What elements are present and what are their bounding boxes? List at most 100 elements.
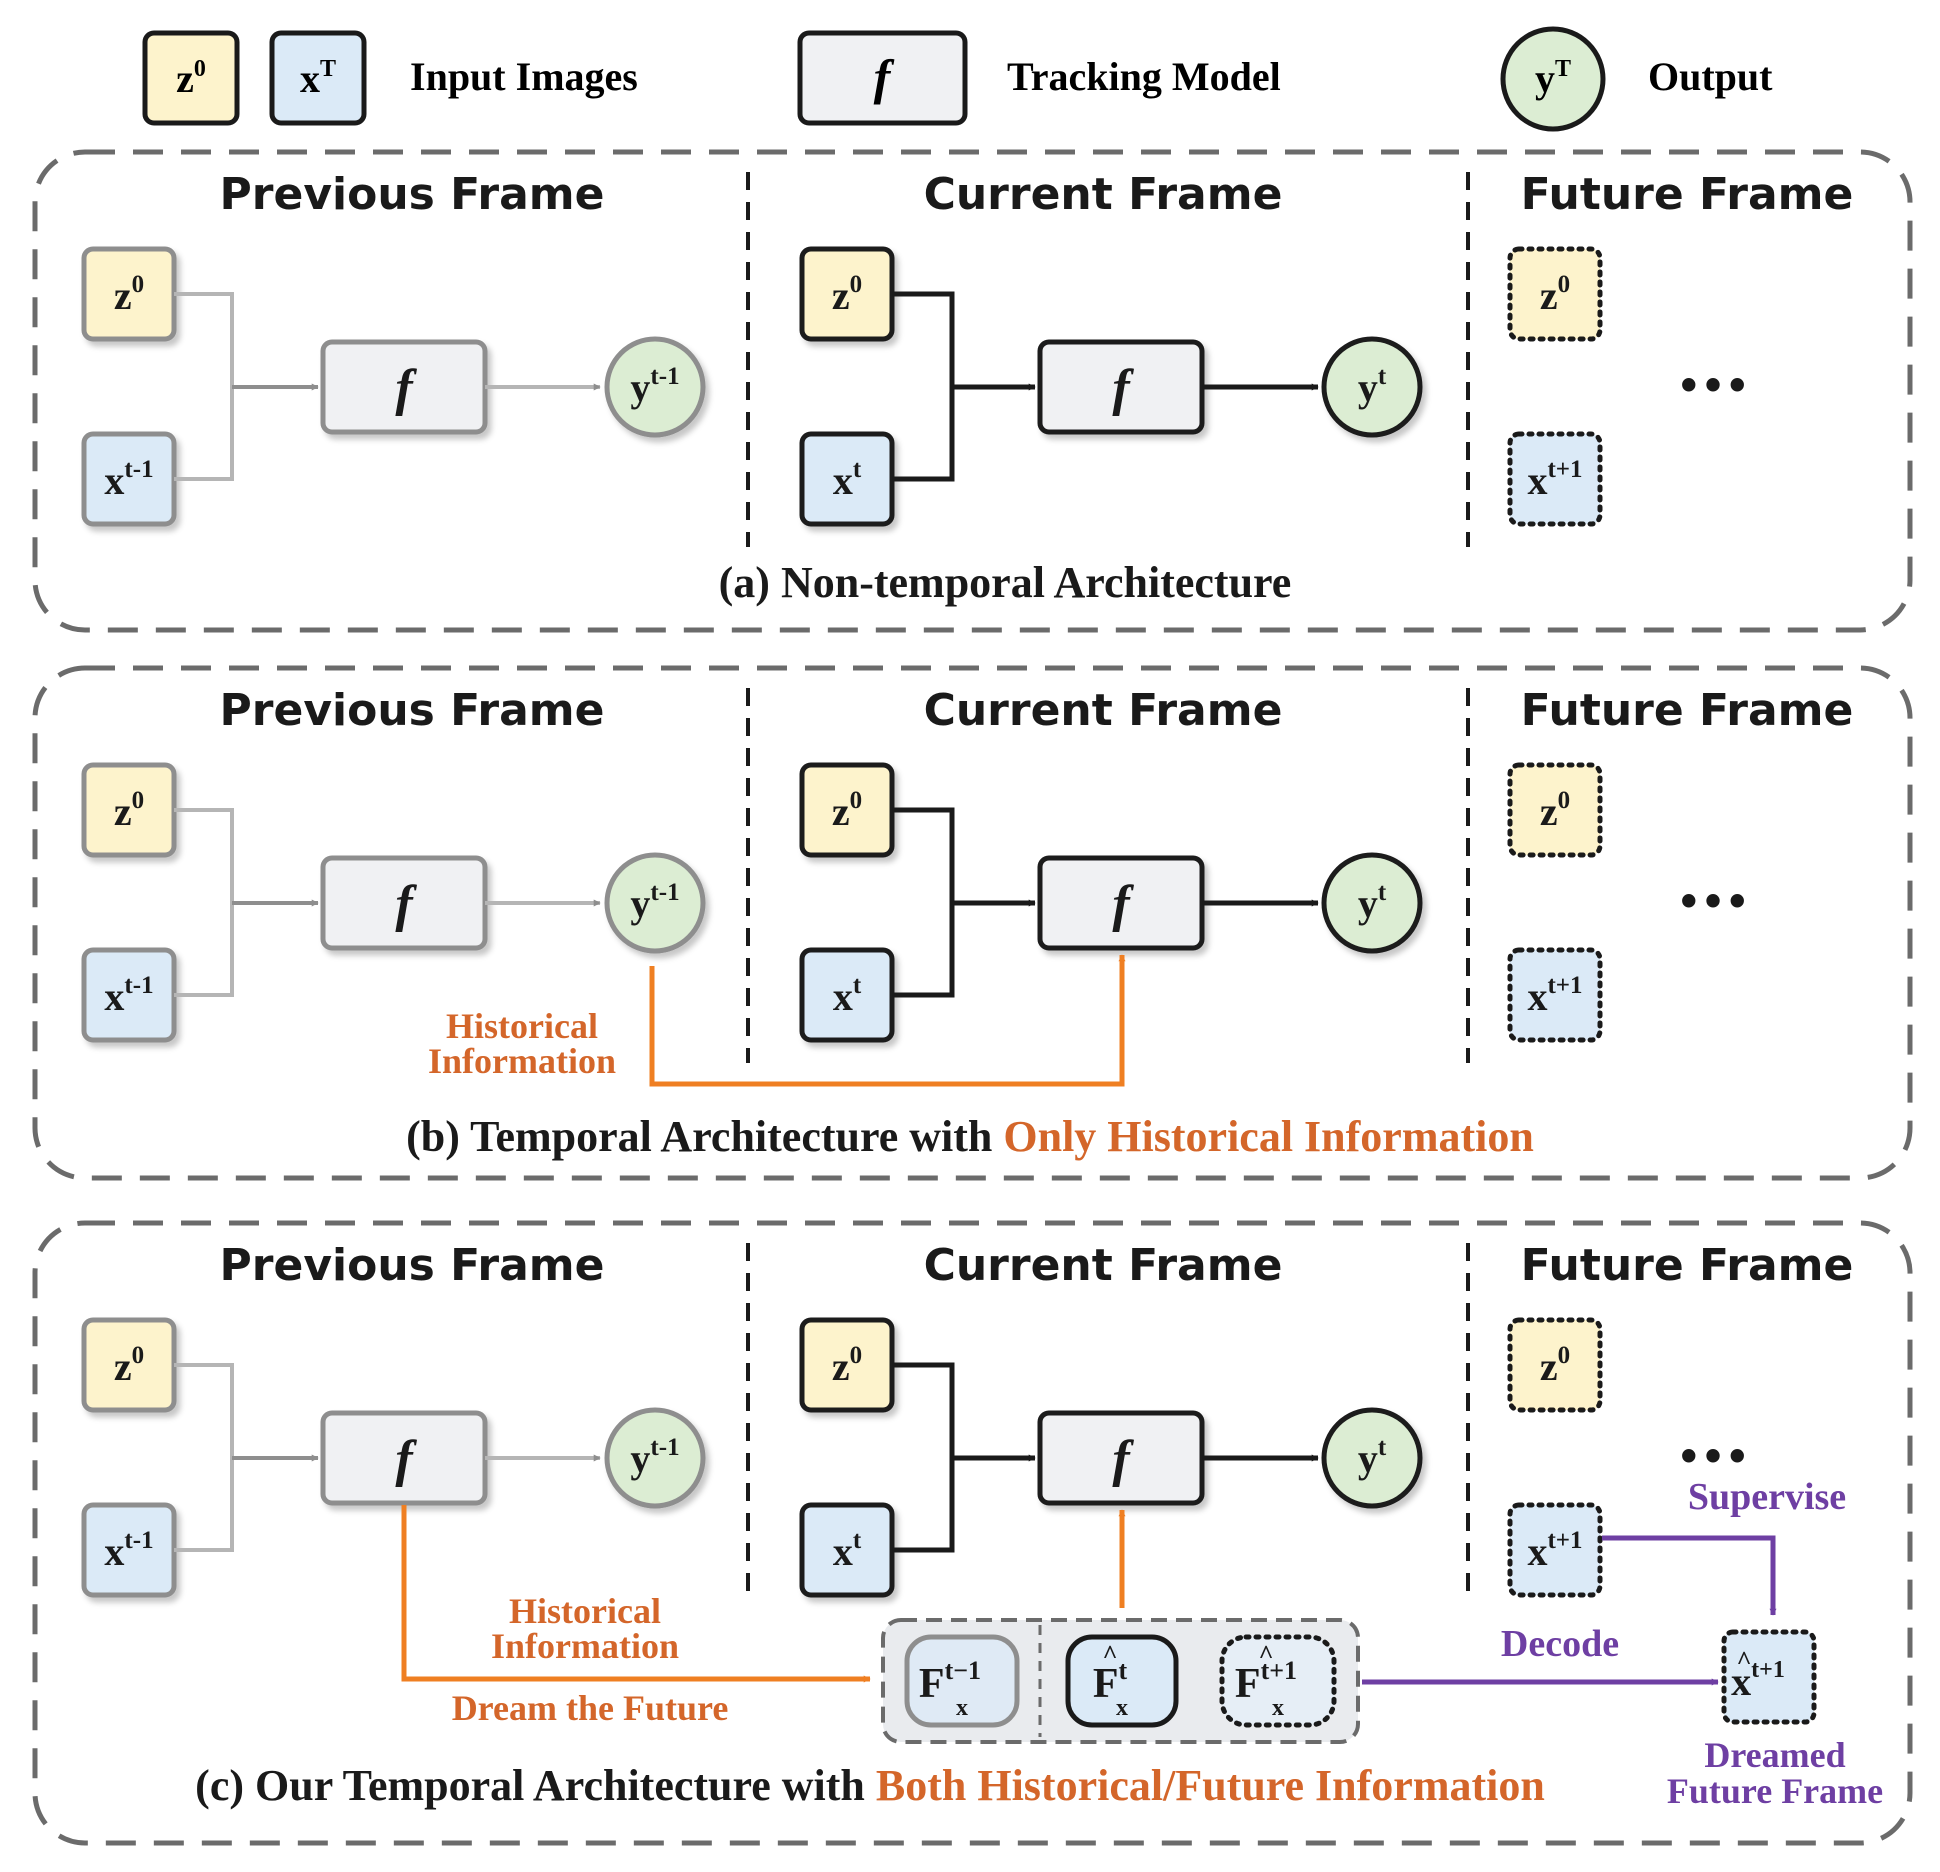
panel-a-prev-y-label-base: y <box>630 365 650 410</box>
panel-b-cur-x-label: xt <box>833 972 862 1019</box>
panel-c-ellipsis: ••• <box>1677 1435 1750 1479</box>
panel-c-cur-y-label-sup: t <box>1378 1434 1387 1461</box>
panel-b-fut-z-label: z0 <box>1540 787 1570 834</box>
panel-a-caption-prefix: (a) Non-temporal Architecture <box>719 558 1292 607</box>
panel-c-fut-z-label-base: z <box>1540 1344 1558 1389</box>
legend-output-label: Output <box>1648 54 1773 99</box>
panel-b-prev-z-label: z0 <box>114 787 144 834</box>
panel-c-feature-0-sup: t−1 <box>945 1656 981 1685</box>
panel-c-feature-1-sup: t <box>1118 1656 1127 1685</box>
panel-a-prev-x-label-sup: t-1 <box>124 456 153 483</box>
panel-c-feature-1-base: F <box>1093 1661 1119 1707</box>
panel-b-prev-z-label-sup: 0 <box>132 787 145 814</box>
panel-b-prev-f-symbol: f <box>395 876 417 933</box>
legend-model-symbol: f <box>874 49 895 105</box>
panel-c-caption-prefix: (c) Our Temporal Architecture with <box>195 1761 876 1810</box>
panel-c-prev-y-label: yt-1 <box>630 1434 679 1481</box>
panel-c-prev-y-label-base: y <box>630 1436 650 1481</box>
panel-b-cur-y-label-sup: t <box>1378 879 1387 906</box>
panel-b-cur-merge-line <box>892 807 955 998</box>
legend: z0 xT Input Images f Tracking Model yT O… <box>142 26 1773 132</box>
panel-c-feature-2-sub: x <box>1272 1695 1284 1721</box>
panel-c-dreamed-sup: t+1 <box>1751 1657 1785 1683</box>
panel-b-caption-highlight: Only Historical Information <box>1003 1112 1533 1161</box>
panel-c-fut-z-label: z0 <box>1540 1342 1570 1389</box>
panel-c-prev-f-symbol: f <box>395 1431 417 1488</box>
panel-c-fut-x-label: xt+1 <box>1527 1527 1582 1574</box>
panel-a-header-current: Current Frame <box>924 169 1283 220</box>
panel-c-cur-z-label-base: z <box>832 1344 850 1389</box>
panel-a-cur-x-label-base: x <box>833 458 853 503</box>
panel-b-header-future: Future Frame <box>1521 685 1854 736</box>
panel-c-historical-label-2: Information <box>491 1626 679 1666</box>
panel-c-frame <box>32 1220 1913 1846</box>
panel-a-cur-z-label-sup: 0 <box>850 271 863 298</box>
legend-z-base: z <box>176 56 194 101</box>
panel-c-decode-label: Decode <box>1501 1623 1619 1665</box>
panel-b-fut-x-label: xt+1 <box>1527 972 1582 1019</box>
panel-a-prev-x-label-base: x <box>104 458 124 503</box>
legend-input-label: Input Images <box>410 54 638 99</box>
panel-b-caption-prefix: (b) Temporal Architecture with <box>406 1112 1003 1161</box>
svg-text:xT: xT <box>300 56 336 101</box>
panel-b-cur-f-symbol: f <box>1112 876 1134 933</box>
panel-a-fut-z-label-sup: 0 <box>1558 271 1571 298</box>
panel-b-cur-z-label: z0 <box>832 787 862 834</box>
panel-c-prev-z-label-base: z <box>114 1344 132 1389</box>
panel-a-cur-y-label-base: y <box>1358 365 1378 410</box>
legend-x-box <box>269 30 367 126</box>
svg-text:z0: z0 <box>176 56 206 101</box>
panel-c-feature-1-label: Ft <box>1093 1656 1128 1707</box>
panel-c-feature-2-box <box>1219 1634 1337 1728</box>
panel-c-cur-y-circle <box>1321 1407 1423 1509</box>
panel-c-cur-f-symbol: f <box>1112 1431 1134 1488</box>
panel-a-prev-z-label: z0 <box>114 271 144 318</box>
panel-b-prev-x-label-base: x <box>104 974 124 1019</box>
panel-c-feature-2-hat: ^ <box>1258 1640 1273 1669</box>
panel-b-cur-y-label: yt <box>1358 879 1387 926</box>
panel-c-cur-x-label-base: x <box>833 1529 853 1574</box>
panel-c-prev-x-label: xt-1 <box>104 1527 153 1574</box>
panel-a-fut-x-label-sup: t+1 <box>1547 456 1582 483</box>
panel-a-fut-z-box <box>1507 246 1603 342</box>
panel-a-header-future: Future Frame <box>1521 169 1854 220</box>
panel-c-fut-x-label-sup: t+1 <box>1547 1527 1582 1554</box>
panel-a-prev-y-label-sup: t-1 <box>650 363 679 390</box>
svg-text:yT: yT <box>1535 56 1571 101</box>
legend-x-sup: T <box>320 56 336 82</box>
panel-a-cur-z-label: z0 <box>832 271 862 318</box>
panel-b-header-current: Current Frame <box>924 685 1283 736</box>
panel-c-supervise-arrow <box>1602 1535 1777 1616</box>
panel-c-prev-z-label-sup: 0 <box>132 1342 145 1369</box>
panel-c-fut-z-label-sup: 0 <box>1558 1342 1571 1369</box>
panel-a-fut-x-label: xt+1 <box>1527 456 1582 503</box>
panel-a-ellipsis: ••• <box>1677 364 1750 408</box>
panel-a-cur-f-symbol: f <box>1112 360 1134 417</box>
panel-a-cur-y-label: yt <box>1358 363 1387 410</box>
panel-c-cur-z-label: z0 <box>832 1342 862 1389</box>
panel-c-fut-x-box <box>1507 1502 1603 1598</box>
panel-c-header-current: Current Frame <box>924 1240 1283 1291</box>
legend-y-base: y <box>1535 56 1555 101</box>
panel-c-caption: (c) Our Temporal Architecture with Both … <box>195 1761 1545 1810</box>
panel-c-dreamed-caption-1: Dreamed <box>1704 1735 1845 1775</box>
panel-b-historical-label-1: Historical <box>446 1006 598 1046</box>
panel-a-caption: (a) Non-temporal Architecture <box>719 558 1292 607</box>
panel-c-prev-y-circle <box>604 1407 706 1509</box>
panel-c-dream-label: Dream the Future <box>452 1688 729 1728</box>
legend-model-label: Tracking Model <box>1007 54 1281 99</box>
panel-a-prev-x-label: xt-1 <box>104 456 153 503</box>
legend-output-circle <box>1500 26 1606 132</box>
panel-c-cur-x-label-sup: t <box>853 1527 862 1554</box>
panel-c-dream-arrow <box>401 1505 871 1683</box>
panel-c-feature-1-sub: x <box>1116 1695 1128 1721</box>
panel-c-caption-highlight: Both Historical/Future Information <box>876 1761 1545 1810</box>
panel-c-dreamed-base: x <box>1731 1659 1751 1704</box>
legend-x-base: x <box>300 56 320 101</box>
panel-c-cur-merge-line <box>892 1362 955 1553</box>
panel-b-fut-z-box <box>1507 762 1603 858</box>
legend-z-sup: 0 <box>194 56 206 82</box>
panel-b-caption: (b) Temporal Architecture with Only Hist… <box>406 1112 1534 1161</box>
legend-y-sup: T <box>1555 56 1571 82</box>
